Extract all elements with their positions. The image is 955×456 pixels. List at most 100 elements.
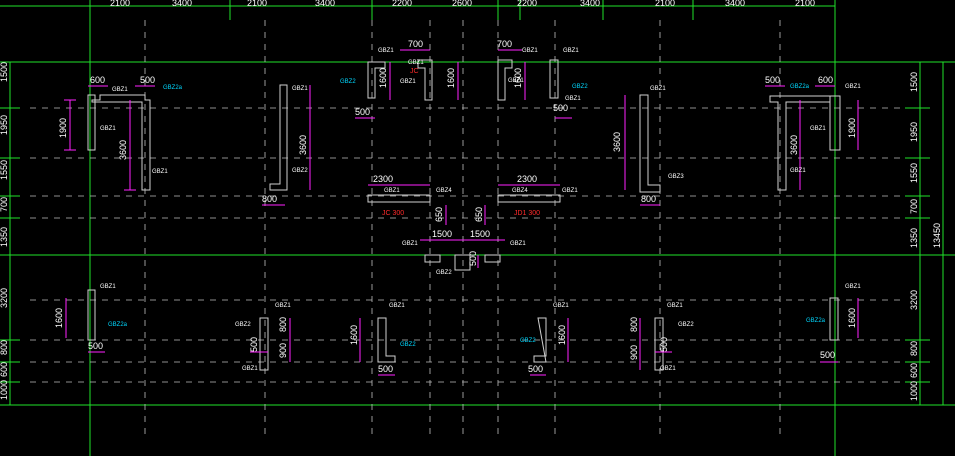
wall-dim: 500 [355, 107, 370, 117]
wall-dim: 1600 [557, 325, 567, 345]
wall-label-cyan: GBZ2a [790, 84, 810, 90]
right-dimensions: 1500 1950 1550 700 1350 3200 800 600 100… [909, 72, 942, 401]
left-dim: 1950 [0, 115, 9, 135]
wall-label: GBZ1 [845, 84, 861, 90]
wall-label: GBZ4 [436, 188, 452, 194]
wall-dim: 2300 [373, 174, 393, 184]
grid-dashed [30, 20, 905, 440]
top-dimensions: 2100 3400 2100 3400 2200 2600 2200 3400 … [110, 0, 815, 8]
wall-dimensions: 600 500 1900 3600 3600 800 700 700 1600 … [54, 39, 857, 374]
wall-dim: 1600 [847, 308, 857, 328]
wall-dim: 1500 [470, 229, 490, 239]
left-dim: 3200 [0, 288, 9, 308]
wall-dim: 1900 [58, 118, 68, 138]
wall-dim: 900 [278, 343, 288, 358]
wall-dim: 3600 [612, 132, 622, 152]
right-dim: 1550 [909, 163, 919, 183]
wall-label-cyan: GBZ2 [572, 84, 588, 90]
wall-label: GBZ1 [553, 303, 569, 309]
wall-dim: 800 [262, 194, 277, 204]
wall-dim: 500 [765, 75, 780, 85]
left-dim: 1000 [0, 380, 9, 400]
right-dim: 600 [909, 363, 919, 378]
wall-label: GBZ2 [292, 168, 308, 174]
wall-label: GBZ1 [790, 168, 806, 174]
wall-label-cyan: GBZ2a [806, 318, 826, 324]
wall-dim: 1600 [378, 68, 388, 88]
wall-dim: 500 [468, 251, 478, 266]
cyan-labels: GBZ2a GBZ2 GBZ2 GBZ2a GBZ2a GBZ2 GBZ2 GB… [108, 79, 826, 348]
top-dim: 3400 [315, 0, 335, 8]
right-dim: 1500 [909, 72, 919, 92]
wall-dim: 3600 [298, 135, 308, 155]
left-dim: 1550 [0, 160, 9, 180]
wall-dim: 600 [90, 75, 105, 85]
wall-label: GBZ1 [400, 79, 416, 85]
wall-dim: 3600 [118, 140, 128, 160]
wall-label: GBZ1 [508, 78, 524, 84]
wall-label-cyan: GBZ2a [108, 322, 128, 328]
wall-dim: 2300 [517, 174, 537, 184]
top-dim: 2100 [247, 0, 267, 8]
wall-label: GBZ1 [389, 303, 405, 309]
wall-label: GBZ1 [402, 241, 418, 247]
wall-label: GBZ1 [563, 48, 579, 54]
wall-dim: 500 [659, 337, 669, 352]
wall-dim: 700 [497, 39, 512, 49]
wall-label-cyan: GBZ2 [340, 79, 356, 85]
right-dim: 1350 [909, 228, 919, 248]
right-dim: 700 [909, 199, 919, 214]
wall-label-cyan: GBZ2a [163, 85, 183, 91]
wall-dim: 1600 [349, 325, 359, 345]
wall-label: GBZ1 [384, 188, 400, 194]
beam-label: JD1 300 [514, 210, 540, 217]
wall-label: GBZ1 [275, 303, 291, 309]
wall-label: GBZ2 [235, 322, 251, 328]
wall-dim: 650 [434, 207, 444, 222]
wall-dim: 500 [553, 103, 568, 113]
wall-label-cyan: GBZ2 [400, 342, 416, 348]
left-dim: 1350 [0, 227, 9, 247]
top-dim: 2600 [452, 0, 472, 8]
wall-label: GBZ2 [436, 270, 452, 276]
wall-labels: GBZ1 GBZ1 GBZ1 GBZ1 GBZ2 GBZ1 GBZ1 GBZ1 … [100, 48, 861, 372]
walls [87, 59, 841, 371]
wall-label: GBZ1 [810, 126, 826, 132]
wall-dim: 500 [88, 341, 103, 351]
top-dim: 3400 [580, 0, 600, 8]
wall-dim: 500 [378, 364, 393, 374]
right-total-dim: 13450 [932, 223, 942, 248]
wall-label: GBZ1 [408, 60, 424, 66]
wall-label: GBZ1 [100, 284, 116, 290]
wall-dim: 3600 [789, 135, 799, 155]
wall-label: GBZ1 [292, 86, 308, 92]
wall-label: GBZ4 [512, 188, 528, 194]
wall-label: GBZ1 [565, 96, 581, 102]
wall-dim: 1900 [847, 118, 857, 138]
top-dim: 2200 [392, 0, 412, 8]
wall-label: GBZ1 [100, 126, 116, 132]
wall-label: GBZ1 [650, 86, 666, 92]
wall-dim: 650 [474, 207, 484, 222]
wall-dim: 800 [278, 317, 288, 332]
left-dimensions: 1500 1950 1550 700 1350 3200 800 600 100… [0, 62, 9, 400]
dimension-lines [64, 49, 859, 376]
wall-label: GBZ1 [112, 87, 128, 93]
wall-label: GBZ1 [667, 303, 683, 309]
top-dim: 3400 [725, 0, 745, 8]
wall-label: GBZ1 [510, 241, 526, 247]
wall-dim: 500 [140, 75, 155, 85]
wall-label: GBZ1 [562, 188, 578, 194]
beam-label: JC 300 [382, 210, 404, 217]
top-dim: 2200 [517, 0, 537, 8]
wall-dim: 800 [641, 194, 656, 204]
wall-label: GBZ1 [378, 48, 394, 54]
wall-dim: 1500 [432, 229, 452, 239]
wall-label: GBZ3 [668, 174, 684, 180]
wall-dim: 600 [818, 75, 833, 85]
right-dim: 1000 [909, 381, 919, 401]
wall-label: GBZ1 [152, 169, 168, 175]
beam-label: JC [410, 68, 419, 75]
wall-dim: 700 [408, 39, 423, 49]
